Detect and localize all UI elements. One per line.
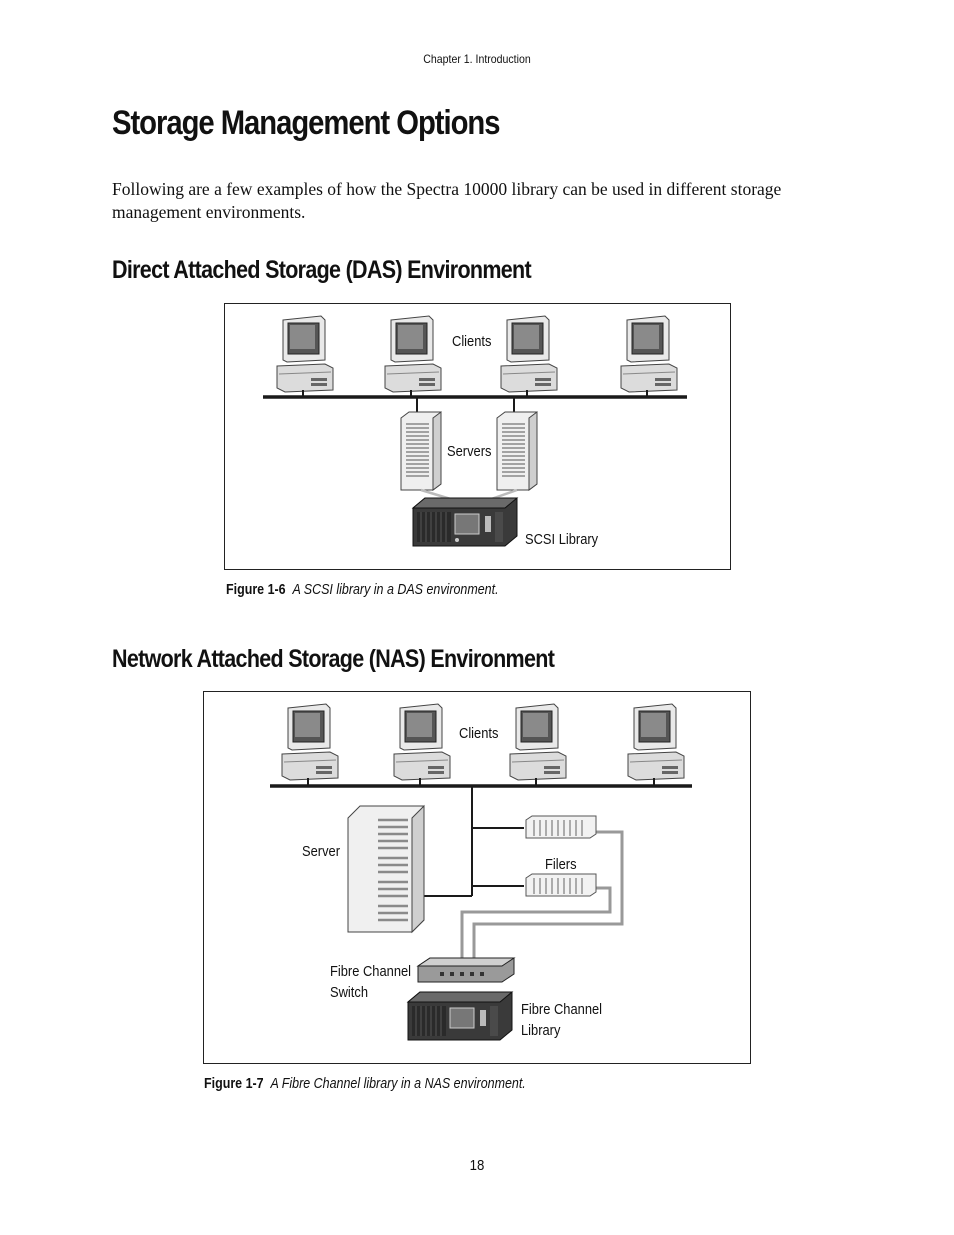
library-label-line1: Fibre Channel	[521, 1001, 603, 1018]
das-diagram	[263, 315, 687, 547]
das-figure-caption: Figure 1-6 A SCSI library in a DAS enviro…	[226, 582, 499, 598]
server-icon	[347, 804, 425, 934]
nas-figure-caption: Figure 1-7 A Fibre Channel library in a N…	[204, 1076, 526, 1092]
filer-icon	[525, 873, 597, 897]
server-icon	[496, 411, 538, 491]
client-computer-icon	[509, 703, 567, 781]
server-icon	[400, 411, 442, 491]
nas-switch-label: Fibre Channel Switch	[330, 961, 411, 1003]
caption-number: Figure 1-6	[226, 582, 286, 598]
das-figure: Clients Servers SCSI Library	[224, 303, 731, 570]
intro-paragraph: Following are a few examples of how the …	[112, 179, 782, 222]
switch-label-line1: Fibre Channel	[330, 963, 412, 980]
client-computer-icon	[500, 315, 558, 393]
client-computer-icon	[393, 703, 451, 781]
das-clients-label: Clients	[452, 333, 492, 350]
client-computer-icon	[276, 315, 334, 393]
client-computer-icon	[281, 703, 339, 781]
nas-clients-label: Clients	[459, 725, 499, 742]
client-computer-icon	[620, 315, 678, 393]
nas-server-label: Server	[302, 843, 341, 860]
das-heading: Direct Attached Storage (DAS) Environmen…	[112, 256, 532, 284]
caption-number: Figure 1-7	[204, 1076, 264, 1092]
scsi-library-icon	[412, 497, 518, 547]
nas-heading: Network Attached Storage (NAS) Environme…	[112, 645, 555, 673]
library-label-line2: Library	[521, 1022, 561, 1039]
fibre-channel-switch-icon	[416, 957, 516, 983]
nas-diagram	[270, 703, 692, 1041]
caption-text: A SCSI library in a DAS environment.	[292, 582, 499, 598]
caption-text: A Fibre Channel library in a NAS environ…	[270, 1076, 526, 1092]
page-number: 18	[469, 1157, 485, 1174]
nas-filers-label: Filers	[545, 856, 577, 873]
das-library-label: SCSI Library	[525, 531, 599, 548]
filer-icon	[525, 815, 597, 839]
page-title: Storage Management Options	[112, 104, 500, 142]
das-servers-label: Servers	[447, 443, 492, 460]
fibre-channel-library-icon	[406, 991, 514, 1041]
client-computer-icon	[627, 703, 685, 781]
running-head: Chapter 1. Introduction	[423, 52, 531, 66]
nas-library-label: Fibre Channel Library	[521, 999, 602, 1041]
switch-label-line2: Switch	[330, 984, 369, 1001]
client-computer-icon	[384, 315, 442, 393]
nas-figure: Clients Server Filers Fibre Channel Swit…	[203, 691, 751, 1064]
